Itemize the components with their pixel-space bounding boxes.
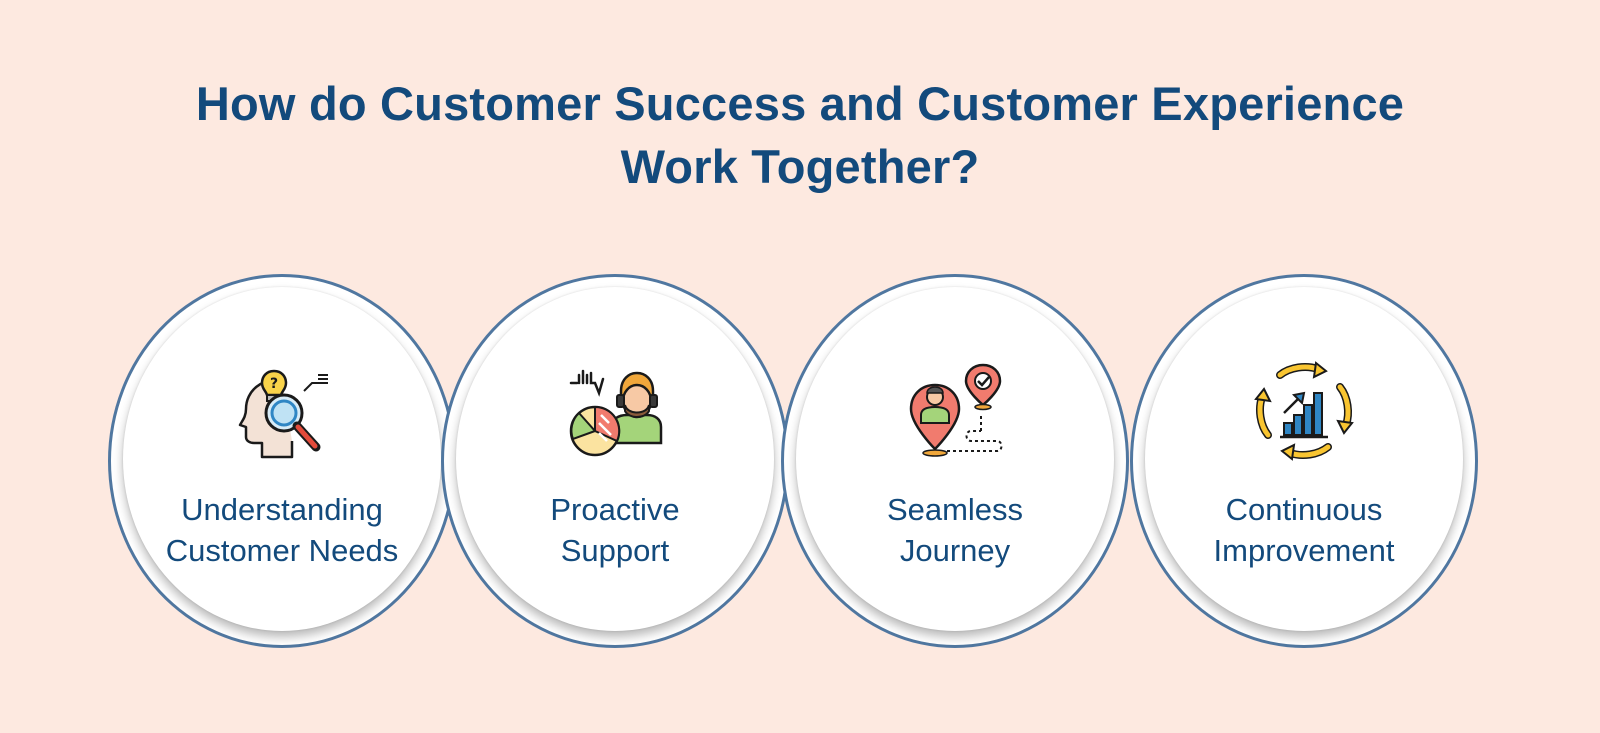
step-label-line-1: Proactive: [550, 492, 680, 527]
step-label-line-2: Support: [560, 533, 670, 568]
step-circle-understanding-customer-needs: ? Understanding Customer Needs: [108, 274, 456, 648]
support-agent-chart-icon: [565, 361, 665, 461]
step-label-line-1: Continuous: [1225, 492, 1383, 527]
step-circle-continuous-improvement: Continuous Improvement: [1130, 274, 1478, 648]
step-label-line-2: Journey: [899, 533, 1011, 568]
journey-map-pin-icon: [905, 361, 1005, 461]
step-label: Proactive Support: [444, 489, 786, 571]
circle-inner: [796, 287, 1114, 631]
step-circle-proactive-support: Proactive Support: [441, 274, 789, 648]
cycle-bar-chart-icon: [1254, 361, 1354, 461]
svg-text:?: ?: [270, 376, 278, 392]
title-line-2: Work Together?: [620, 140, 980, 193]
circle-inner: [456, 287, 774, 631]
step-label-line-2: Customer Needs: [165, 533, 399, 568]
page-title: How do Customer Success and Customer Exp…: [0, 72, 1600, 198]
step-label-line-1: Seamless: [886, 492, 1024, 527]
step-label-line-1: Understanding: [181, 492, 383, 527]
head-lightbulb-magnifier-icon: ?: [232, 361, 332, 461]
title-line-1: How do Customer Success and Customer Exp…: [195, 77, 1405, 130]
step-circle-seamless-journey: Seamless Journey: [781, 274, 1129, 648]
circle-inner: [123, 287, 441, 631]
step-label: Seamless Journey: [784, 489, 1126, 571]
step-label-line-2: Improvement: [1213, 533, 1395, 568]
step-label: Continuous Improvement: [1133, 489, 1475, 571]
step-label: Understanding Customer Needs: [111, 489, 453, 571]
